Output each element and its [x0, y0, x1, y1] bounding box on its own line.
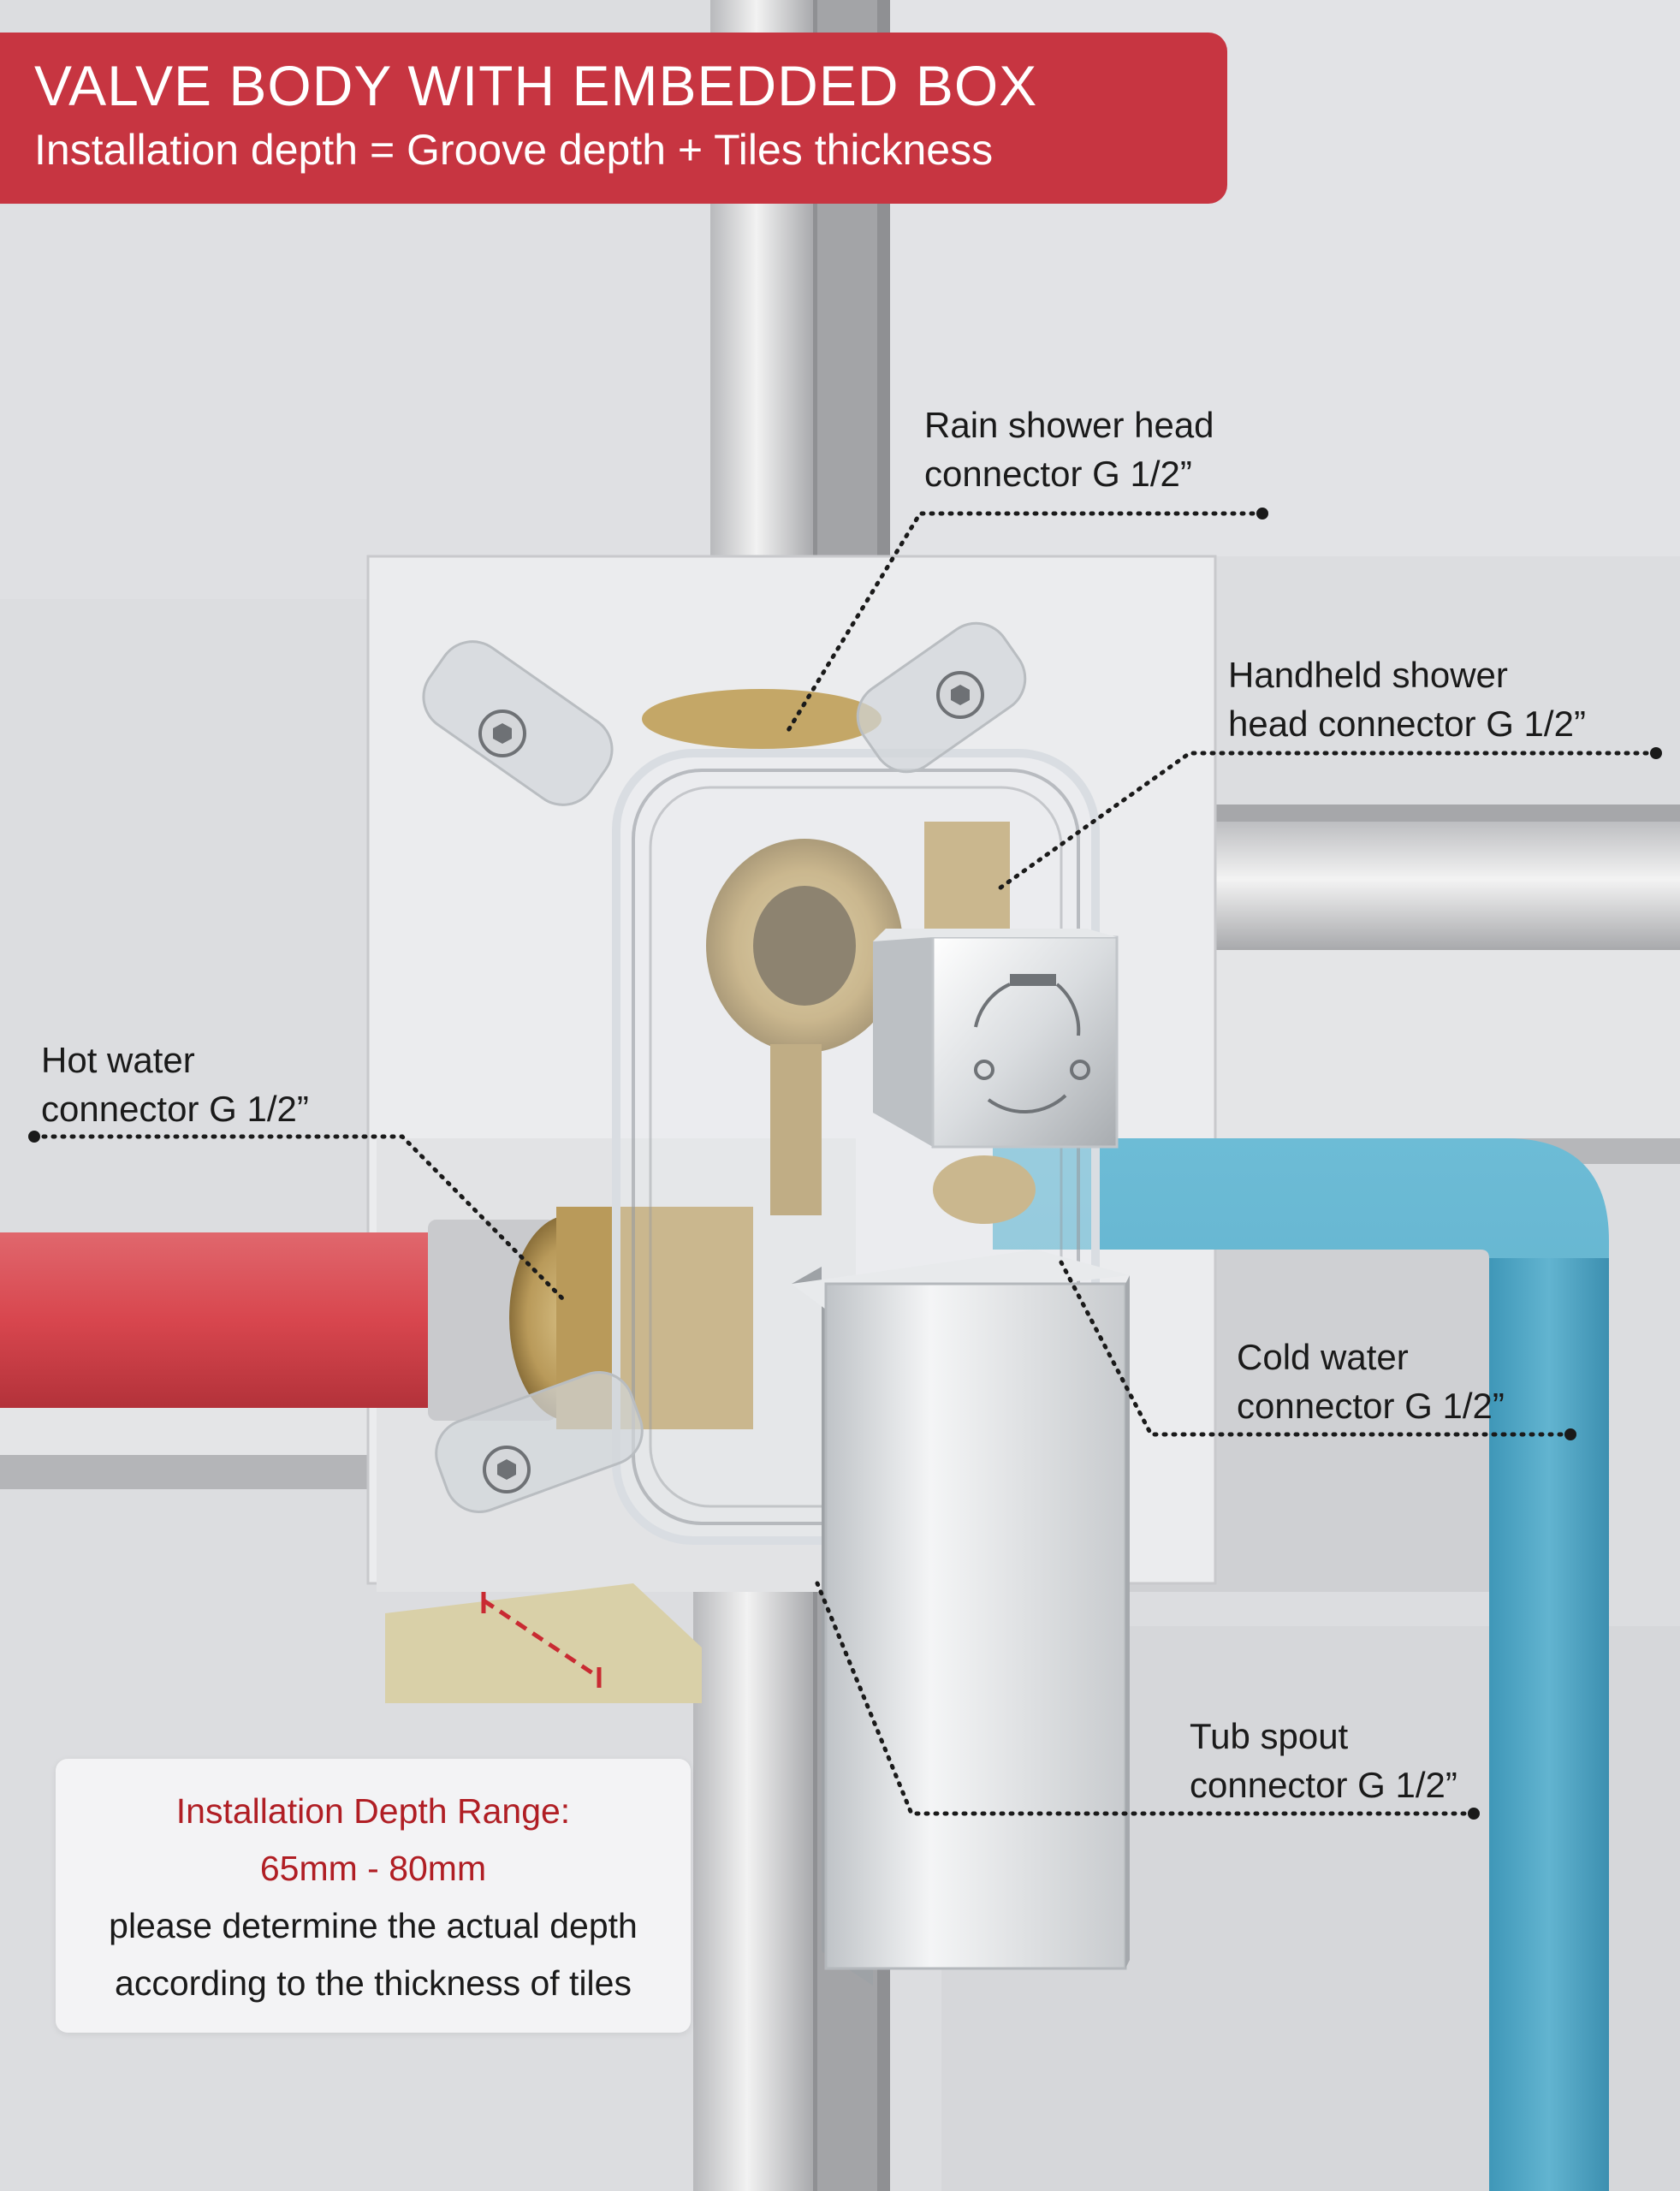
depth-note-line1: please determine the actual depth — [109, 1906, 638, 1945]
callout-rain-line2: connector G 1/2” — [924, 454, 1192, 494]
callout-hot-line1: Hot water — [41, 1040, 195, 1080]
leader-dots — [28, 508, 1662, 1820]
callout-cold-line2: connector G 1/2” — [1237, 1386, 1505, 1426]
brass-top-fitting — [642, 689, 882, 749]
wall-panel-top-left — [0, 205, 804, 599]
header-subtitle: Installation depth = Groove depth + Tile… — [34, 126, 994, 174]
callout-cold-water: Cold water connector G 1/2” — [1237, 1333, 1505, 1430]
callout-handheld-line2: head connector G 1/2” — [1228, 704, 1586, 744]
callout-cold-line1: Cold water — [1237, 1337, 1409, 1377]
depth-range-heading: Installation Depth Range: — [175, 1791, 571, 1831]
installation-depth-box: Installation Depth Range: 65mm - 80mm pl… — [56, 1759, 691, 2033]
lever-handle — [824, 1282, 1127, 1970]
header-banner — [0, 33, 1227, 204]
depth-note-line2: according to the thickness of tiles — [115, 1963, 632, 2003]
callout-rain-shower: Rain shower head connector G 1/2” — [924, 401, 1214, 498]
depth-range-value: 65mm - 80mm — [259, 1849, 487, 1888]
callout-hot-line2: connector G 1/2” — [41, 1089, 309, 1129]
header-title: VALVE BODY WITH EMBEDDED BOX — [34, 54, 1038, 117]
leader-lines — [32, 511, 1659, 1816]
callout-tub-line2: connector G 1/2” — [1190, 1765, 1457, 1805]
callout-handheld-shower: Handheld shower head connector G 1/2” — [1228, 650, 1586, 748]
diverter-cube — [931, 935, 1119, 1149]
callout-tub-spout: Tub spout connector G 1/2” — [1190, 1712, 1457, 1809]
callout-handheld-line1: Handheld shower — [1228, 655, 1508, 695]
callout-hot-water: Hot water connector G 1/2” — [41, 1036, 309, 1133]
tile-sample — [385, 1583, 702, 1703]
diverter-icon — [974, 974, 1090, 1114]
callout-tub-line1: Tub spout — [1190, 1716, 1349, 1756]
bottom-pipe — [693, 1523, 813, 2191]
callout-rain-line1: Rain shower head — [924, 405, 1214, 445]
